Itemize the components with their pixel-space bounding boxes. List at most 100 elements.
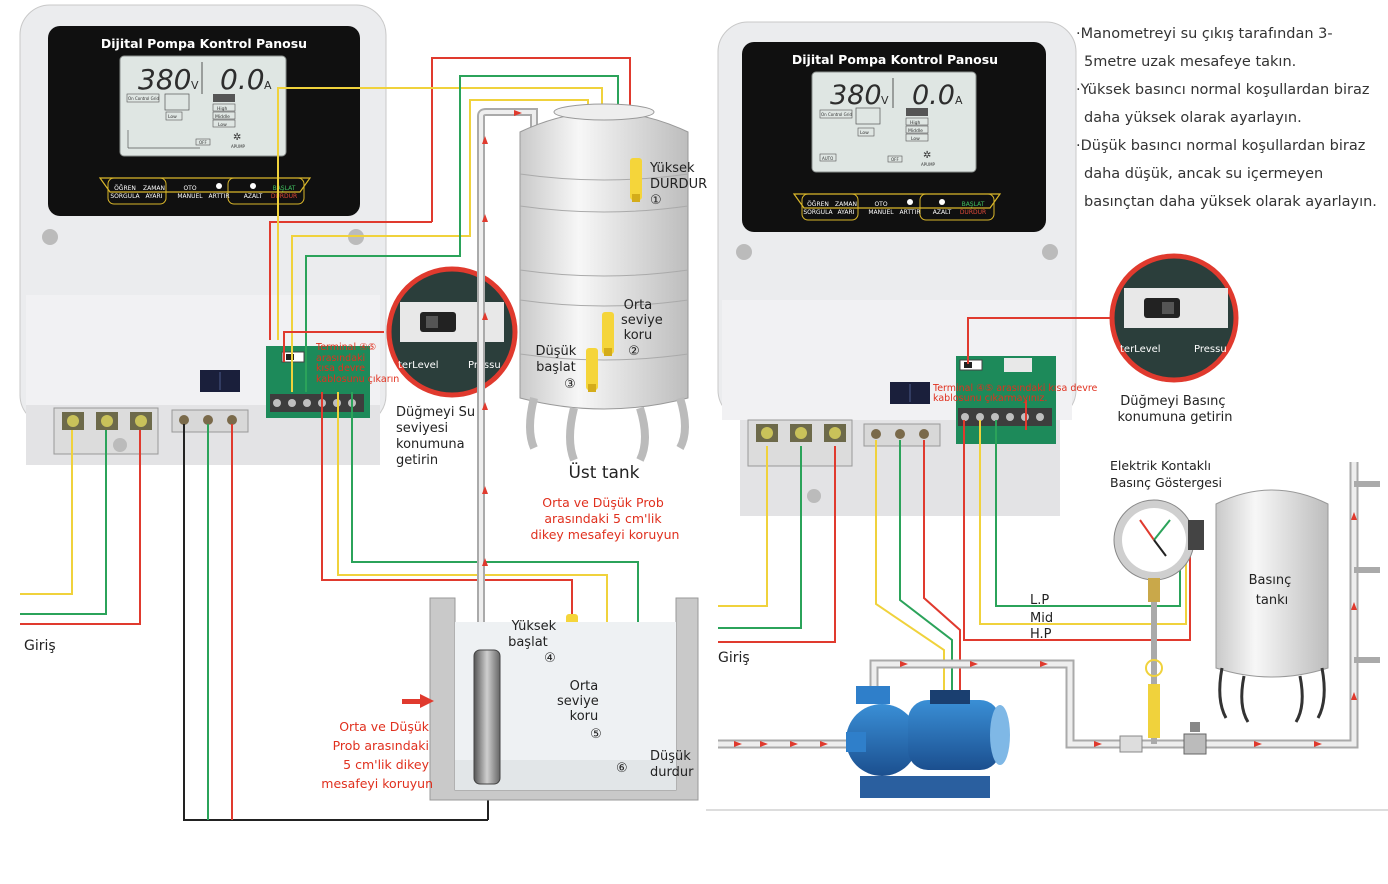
left-voltage-value: 380: [138, 63, 191, 96]
upper-note: Orta ve Düşük Prob arasındaki 5 cm'lik d…: [531, 495, 680, 542]
right-lcd-fan-icon: ✲: [923, 150, 931, 161]
left-lcd-off: OFF: [199, 140, 207, 145]
left-text-labels: Terminal ④⑤ arasındaki kısa devre kablos…: [24, 161, 711, 791]
right-lcd-on-control: On Control Grid: [821, 112, 853, 117]
pressure-tank-label: Basınç tankı: [1249, 573, 1296, 608]
svg-text:ARTTIR: ARTTIR: [900, 209, 921, 216]
probe-6-label: ⑥ Düşük durdur: [616, 749, 695, 780]
right-btn-down[interactable]: AZALT: [933, 199, 952, 216]
svg-text:AZALT: AZALT: [244, 193, 263, 200]
right-current-unit: A: [955, 94, 963, 107]
svg-text:AYARI: AYARI: [146, 193, 163, 200]
probe-4-label: Yüksek başlat ④: [508, 619, 560, 666]
pressure-gauge: [1113, 499, 1204, 602]
left-lcd-high: High: [217, 106, 227, 112]
svg-text:ZAMAN: ZAMAN: [835, 201, 857, 208]
right-switch-note: Düğmeyi Basınç konumuna getirin: [1118, 394, 1233, 425]
note-1: ·Manometreyi su çıkış tarafından 3-5metr…: [1076, 26, 1333, 70]
left-voltage-unit: V: [191, 79, 199, 92]
centrifugal-pump: [846, 686, 1010, 798]
left-btn-down[interactable]: AZALT: [244, 183, 263, 200]
right-lcd-auto: AUTO: [822, 156, 833, 161]
left-current-unit: A: [264, 79, 272, 92]
probe-2-label: Orta seviye koru ②: [621, 298, 667, 359]
submersible-pump: [473, 649, 501, 785]
right-lcd-off: OFF: [891, 157, 899, 162]
probe-1: [630, 158, 642, 202]
right-zoom-label-left: terLevel: [1120, 344, 1161, 355]
svg-text:ARTTIR: ARTTIR: [209, 193, 230, 200]
svg-text:MANUEL: MANUEL: [177, 193, 203, 200]
right-current-value: 0.0: [912, 80, 955, 111]
left-current-value: 0.0: [220, 63, 265, 96]
left-lcd-low: Low: [168, 114, 177, 120]
left-lcd-on-control: On Control Grid: [128, 96, 160, 101]
right-zoom-label-right: Pressu: [1194, 344, 1227, 355]
svg-text:ÖĞREN: ÖĞREN: [807, 201, 829, 208]
installation-notes: ·Manometreyi su çıkış tarafından 3-5metr…: [1076, 20, 1382, 216]
right-lcd: [811, 71, 977, 173]
right-lcd-low: Low: [860, 130, 869, 136]
right-pipes: [718, 462, 1380, 755]
right-input-label: Giriş: [718, 650, 750, 666]
svg-text:SORGULA: SORGULA: [110, 193, 140, 200]
probe-2: [602, 312, 614, 356]
svg-text:AYARI: AYARI: [838, 209, 855, 216]
lower-well: [429, 597, 699, 801]
svg-text:MANUEL: MANUEL: [868, 209, 894, 216]
valve-icon: [1183, 722, 1207, 755]
left-lcd-low-2: Low: [218, 122, 227, 128]
lower-note: Orta ve Düşük Prob arasındaki 5 cm'lik d…: [321, 719, 433, 791]
note-3: ·Düşük basıncı normal koşullardan biraz …: [1076, 138, 1377, 210]
svg-text:OTO: OTO: [874, 201, 887, 208]
right-voltage-value: 380: [830, 80, 882, 111]
svg-text:SORGULA: SORGULA: [803, 209, 833, 216]
probe-3-label: Düşük başlat ③: [536, 344, 581, 392]
left-terminal-note: Terminal ④⑤ arasındaki kısa devre kablos…: [315, 342, 399, 385]
red-arrow-icon: [402, 694, 434, 708]
left-control-box: Dijital Pompa Kontrol Panosu 380 V 0.0 A…: [19, 4, 387, 465]
left-zoom-label-left: terLevel: [398, 360, 439, 371]
svg-text:ÖĞREN: ÖĞREN: [114, 185, 136, 192]
right-panel-title: Dijital Pompa Kontrol Panosu: [792, 52, 998, 67]
left-lcd-apump: APUMP: [231, 144, 246, 149]
probe-5-label: Orta seviye koru ⑤: [557, 679, 603, 742]
right-text-labels: Terminal ④⑤ arasındaki kısa devre kablos…: [718, 383, 1232, 666]
right-btn-up[interactable]: ARTTIR: [900, 199, 921, 216]
right-lcd-middle: Middle: [908, 128, 923, 134]
gauge-label: Elektrik Kontaklı Basınç Göstergesi: [1110, 458, 1222, 490]
right-voltage-unit: V: [881, 94, 889, 107]
svg-text:BAŞLAT: BAŞLAT: [273, 185, 296, 192]
left-btn-up[interactable]: ARTTIR: [209, 183, 230, 200]
svg-text:DURDUR: DURDUR: [960, 209, 986, 216]
left-lcd-middle: Middle: [215, 114, 230, 120]
upper-tank-label: Üst tank: [568, 461, 639, 483]
right-lcd-apump: APUMP: [921, 162, 936, 167]
right-switch-zoom: terLevel Pressu: [1109, 253, 1239, 383]
upper-tank: Üst tank: [519, 103, 689, 483]
pressure-tank: Basınç tankı: [1215, 489, 1329, 723]
right-lcd-high: High: [910, 120, 920, 126]
left-switch-note: Düğmeyi Su seviyesi konumuna getirin: [396, 405, 479, 468]
probe-1-label: Yüksek DURDUR ①: [649, 161, 711, 208]
left-lcd: [119, 55, 287, 157]
note-2: ·Yüksek basıncı normal koşullardan biraz…: [1076, 82, 1370, 126]
left-panel-title: Dijital Pompa Kontrol Panosu: [101, 36, 307, 51]
probe-3: [586, 348, 598, 392]
svg-text:DURDUR: DURDUR: [271, 193, 297, 200]
left-pipe: [477, 108, 538, 650]
svg-text:AZALT: AZALT: [933, 209, 952, 216]
left-input-label: Giriş: [24, 638, 56, 654]
svg-text:BAŞLAT: BAŞLAT: [962, 201, 985, 208]
